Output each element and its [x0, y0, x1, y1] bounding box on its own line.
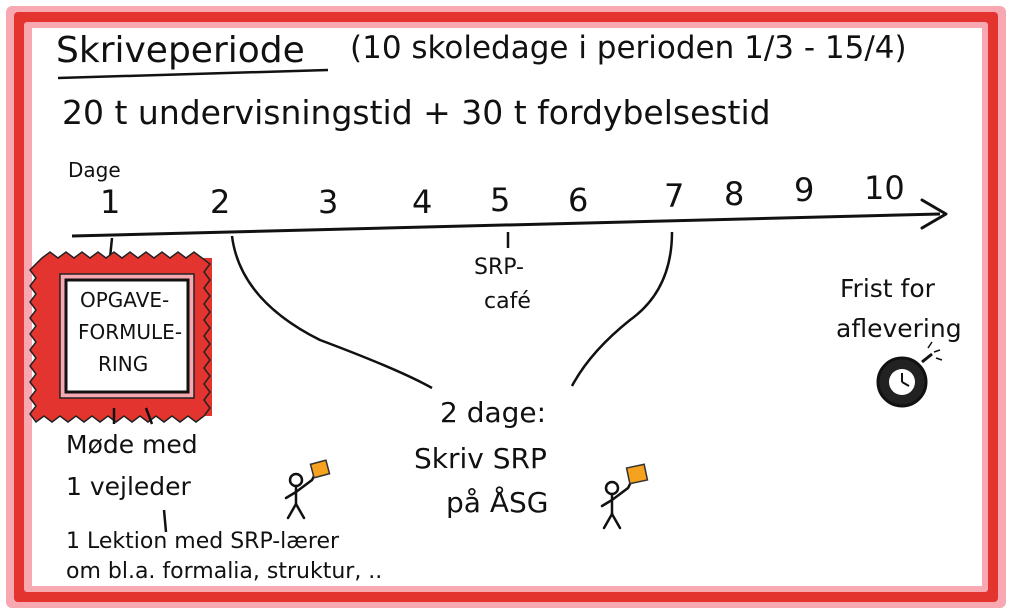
- day-4: 4: [412, 183, 433, 221]
- mode-line-2: 1 vejleder: [66, 472, 191, 501]
- curve-day7: [570, 231, 674, 387]
- srp-cafe-line-2: café: [484, 289, 531, 314]
- two-days-line-2: Skriv SRP: [414, 442, 547, 475]
- title-main: Skriveperiode: [56, 30, 305, 71]
- title-underline: [57, 68, 329, 80]
- timeline-label: Dage: [68, 158, 121, 182]
- day-6: 6: [568, 181, 589, 219]
- mode-line-1: Møde med: [66, 430, 198, 459]
- lektion-line-1: 1 Lektion med SRP-lærer: [66, 529, 340, 554]
- curve-day2: [230, 235, 433, 390]
- timeline-arrowhead: [920, 198, 948, 230]
- stick-figure-2-icon: [600, 463, 649, 530]
- hours-line: 20 t undervisningstid + 30 t fordybelses…: [62, 93, 771, 132]
- day-8: 8: [724, 175, 745, 213]
- opgave-stamp: [29, 251, 212, 424]
- opgave-line-2: FORMULE-: [78, 320, 183, 344]
- day-5: 5: [490, 181, 511, 219]
- day-9: 9: [794, 171, 815, 209]
- day-7: 7: [664, 177, 685, 215]
- lektion-line-2: om bl.a. formalia, struktur, ..: [66, 559, 383, 584]
- stick-figure-1-icon: [284, 459, 331, 520]
- day-2: 2: [210, 183, 231, 221]
- opgave-line-3: RING: [98, 352, 149, 376]
- title-sub: (10 skoledage i perioden 1/3 - 15/4): [350, 30, 907, 66]
- two-days-line-3: på ÅSG: [446, 486, 549, 519]
- deadline-line-2: aflevering: [836, 314, 962, 343]
- opgave-line-1: OPGAVE-: [80, 288, 170, 312]
- box-tick-right: [144, 407, 154, 425]
- srp-cafe-line-1: SRP-: [474, 255, 524, 280]
- day-3: 3: [318, 183, 339, 221]
- day-1: 1: [100, 183, 121, 221]
- deadline-line-1: Frist for: [840, 274, 935, 303]
- lektion-tick: [162, 509, 168, 533]
- day-10: 10: [864, 169, 905, 207]
- timeline-axis: [71, 212, 941, 238]
- two-days-line-1: 2 dage:: [440, 396, 547, 429]
- stopwatch-icon: [876, 341, 943, 408]
